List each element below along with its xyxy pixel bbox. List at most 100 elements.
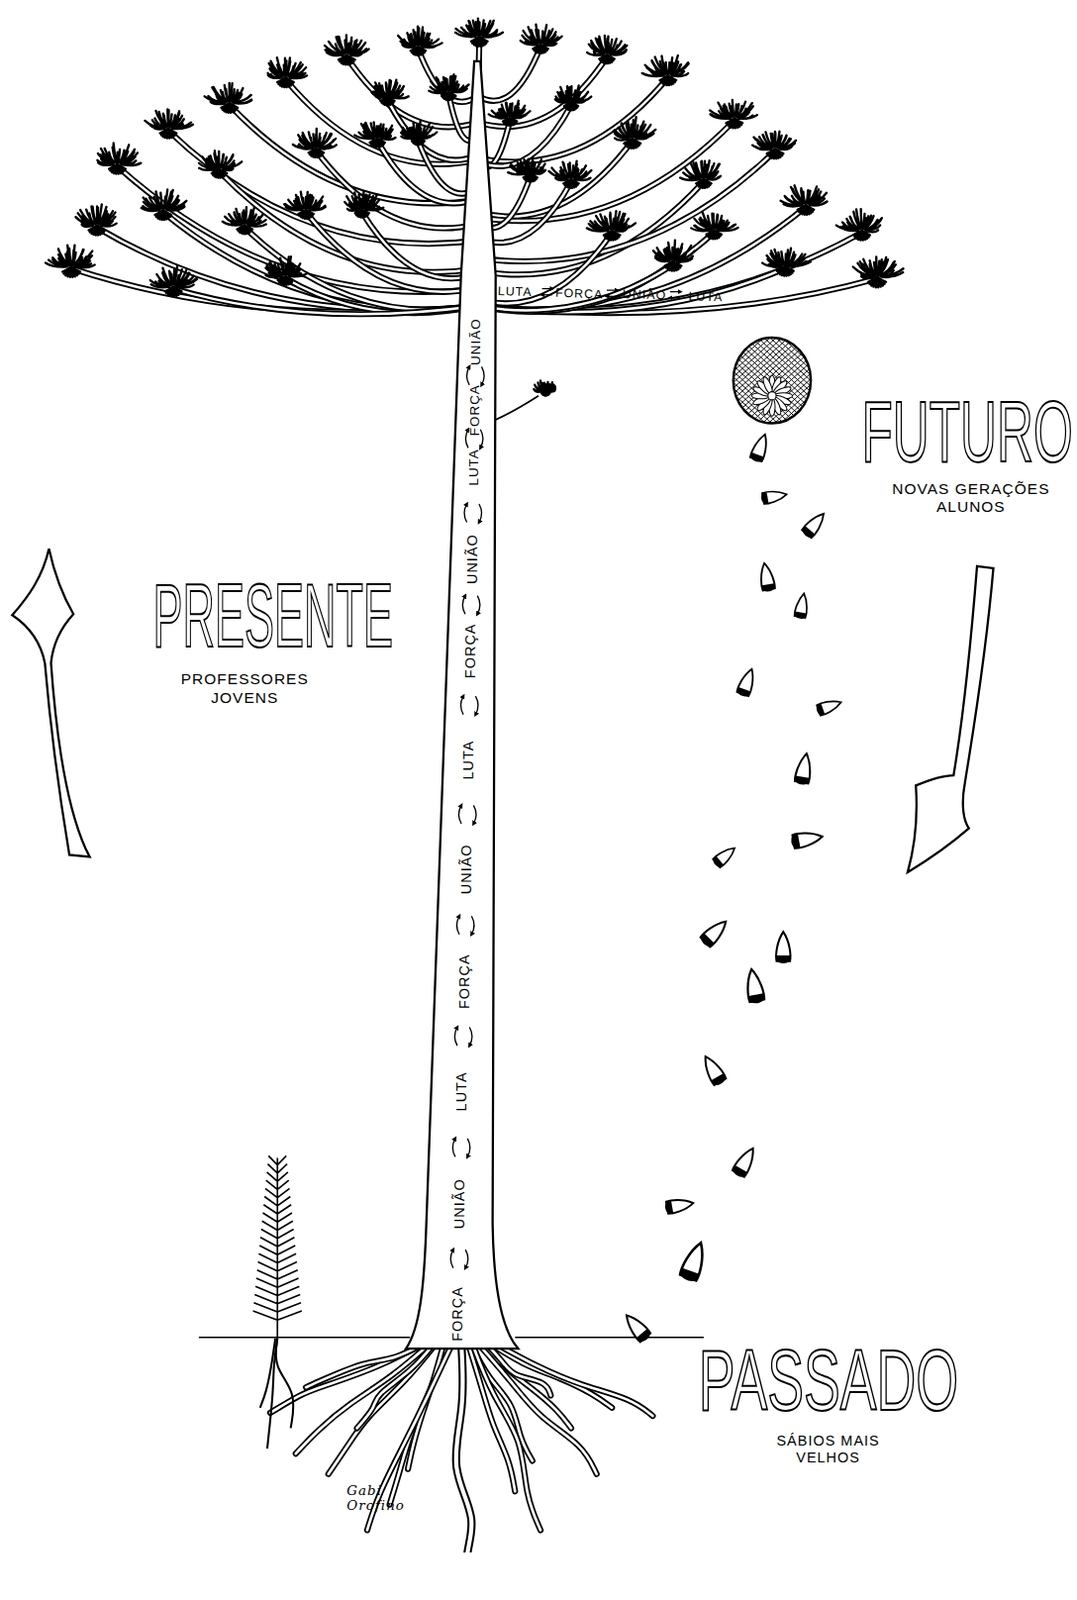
foliage-tuft xyxy=(268,57,307,88)
era-title: PASSADO xyxy=(698,1337,959,1424)
cycle-arrow xyxy=(475,695,479,715)
root xyxy=(471,1340,541,1531)
pinhao-seed xyxy=(735,667,758,699)
taproot xyxy=(456,1338,479,1553)
branch xyxy=(362,211,478,279)
foliage-tuft xyxy=(680,160,721,189)
pinhao-seed xyxy=(800,509,830,540)
roots xyxy=(270,1338,653,1553)
cycle-arrow xyxy=(670,296,681,298)
cycle-arrow xyxy=(467,1138,471,1158)
trunk-word: LUTA xyxy=(453,1071,471,1111)
time-arrow-up xyxy=(11,548,90,857)
foliage-tuft xyxy=(293,128,337,158)
branch-word: UNIÃO xyxy=(622,287,668,303)
branch xyxy=(477,150,776,262)
branch xyxy=(477,268,785,312)
branch xyxy=(477,232,862,310)
araucaria-illustration xyxy=(0,0,1077,1553)
root xyxy=(489,1340,654,1416)
cycle-arrows xyxy=(450,289,681,1269)
foliage-tuft xyxy=(489,100,531,126)
seed-cap xyxy=(698,933,714,949)
branch xyxy=(477,77,669,162)
cycle-arrow xyxy=(450,1249,454,1269)
root xyxy=(475,1340,597,1474)
branch xyxy=(477,57,607,127)
seed-cap xyxy=(800,525,815,539)
branch xyxy=(477,232,714,310)
seed-cap xyxy=(794,775,810,785)
branch xyxy=(477,150,776,262)
branch xyxy=(477,206,806,309)
foliage-tuft xyxy=(762,248,811,277)
foliage-tuft xyxy=(642,55,689,86)
pinhao-seed xyxy=(758,562,777,593)
pinhao-seed xyxy=(814,696,843,717)
seed-cap xyxy=(711,1073,728,1087)
cycle-arrow xyxy=(456,915,460,935)
branch xyxy=(477,46,541,100)
seeds xyxy=(621,432,844,1345)
cycle-arrow xyxy=(471,915,475,935)
trunk-word: UNIÃO xyxy=(463,533,481,585)
cycle-arrow xyxy=(454,1027,458,1047)
branch xyxy=(477,232,862,310)
branch xyxy=(477,232,714,310)
branch-word: LUTA xyxy=(687,288,723,304)
pinhao-seed xyxy=(664,1196,695,1215)
branch xyxy=(477,206,806,309)
cycle-arrow xyxy=(465,1249,469,1269)
foliage-tuft xyxy=(690,211,738,239)
foliage-tuft xyxy=(344,192,384,218)
seed-cap xyxy=(636,1328,653,1344)
branch xyxy=(362,211,478,279)
foliage-tuft xyxy=(400,120,437,145)
cycle-arrow xyxy=(482,366,486,386)
pinhao-seed xyxy=(793,591,810,620)
sapling-needles xyxy=(253,1155,302,1338)
foliage-tuft xyxy=(520,24,563,54)
branch xyxy=(477,46,541,100)
cone-center xyxy=(768,391,777,400)
cycle-arrow xyxy=(452,1138,456,1158)
page-stage: PRESENTEPROFESSORES JOVENSFUTURONOVAS GE… xyxy=(0,0,1077,1553)
era-title: FUTURO xyxy=(862,389,1074,476)
sprout-branch xyxy=(489,395,539,423)
cycle-arrow xyxy=(462,595,466,615)
foliage-tuft xyxy=(204,83,252,113)
foliage-tuft xyxy=(507,157,546,183)
foliage-tuft xyxy=(853,257,904,289)
foliage-tuft xyxy=(836,208,882,240)
foliage-tuft xyxy=(653,240,695,272)
era-subtitle: SÁBIOS MAIS VELHOS xyxy=(762,1432,895,1468)
trunk-word: FORÇA xyxy=(467,384,484,436)
trunk-word: LUTA xyxy=(460,740,478,781)
cycle-arrow xyxy=(460,695,464,715)
foliage-tuft xyxy=(555,85,591,110)
branch xyxy=(305,211,478,292)
seed-cap xyxy=(762,583,776,592)
trunk-word: LUTA xyxy=(466,448,483,486)
root xyxy=(489,1340,654,1416)
cycle-arrow xyxy=(477,595,481,615)
foliage-tuft xyxy=(752,131,796,159)
seed-cap xyxy=(748,992,765,1004)
pinhao-seed xyxy=(731,1144,760,1179)
seed-cap xyxy=(793,611,806,620)
pinhao-seed xyxy=(711,843,739,870)
pinhao-seed xyxy=(760,489,788,505)
branch xyxy=(305,211,478,292)
era-subtitle: PROFESSORES JOVENS xyxy=(173,670,316,707)
branch xyxy=(388,99,479,161)
pinhao-seed xyxy=(621,1310,653,1345)
foliage-tuft xyxy=(265,256,307,286)
seed-cap xyxy=(789,833,800,849)
foliage-tuft xyxy=(144,108,194,138)
cycle-arrow xyxy=(469,1027,473,1047)
foliage-tuft xyxy=(533,381,556,396)
sapling-root xyxy=(260,1338,276,1408)
seed-cap xyxy=(679,1268,699,1283)
cycle-arrow xyxy=(542,293,553,295)
trunk-word: FORÇA xyxy=(455,953,473,1009)
